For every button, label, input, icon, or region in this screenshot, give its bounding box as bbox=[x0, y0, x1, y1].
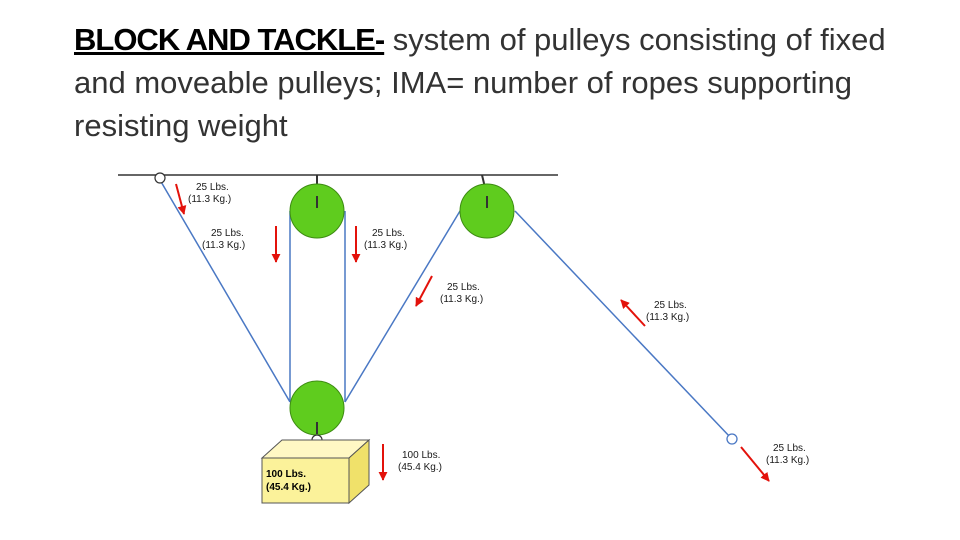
fixed-pulley-1 bbox=[289, 183, 345, 239]
rope-segment-anchor bbox=[159, 179, 291, 403]
load-weight-line1: 100 Lbs. bbox=[266, 469, 306, 480]
force-label-effort-line2: (11.3 Kg.) bbox=[766, 455, 809, 466]
pull-ring bbox=[726, 433, 738, 445]
fixed-pulley-2 bbox=[459, 183, 515, 239]
load-box bbox=[260, 438, 371, 505]
force-label-right-rope-line1: 25 Lbs. bbox=[372, 228, 405, 239]
force-label-anchor-line1: 25 Lbs. bbox=[196, 182, 229, 193]
force-arrow-effort bbox=[740, 446, 770, 482]
force-arrow-anchor bbox=[175, 183, 187, 215]
force-arrows bbox=[175, 183, 770, 482]
force-arrow-diagonal bbox=[415, 275, 433, 307]
force-label-load-line2: (45.4 Kg.) bbox=[398, 462, 442, 473]
slide-heading: BLOCK AND TACKLE- system of pulleys cons… bbox=[74, 18, 914, 147]
force-label-anchor-line2: (11.3 Kg.) bbox=[188, 194, 231, 205]
force-labels: 25 Lbs. (11.3 Kg.) 25 Lbs. (11.3 Kg.) 25… bbox=[188, 182, 809, 473]
force-label-left-rope-line2: (11.3 Kg.) bbox=[202, 240, 245, 251]
force-arrow-pull-rope bbox=[620, 299, 646, 327]
heading-definition: system of pulleys consisting of fixed an… bbox=[74, 22, 886, 143]
rope bbox=[159, 179, 732, 439]
anchor-ring bbox=[154, 172, 166, 184]
load-box-front bbox=[261, 457, 350, 504]
force-label-pull-rope-line2: (11.3 Kg.) bbox=[646, 312, 689, 323]
rope-segment-pull bbox=[514, 210, 732, 439]
rope-segment-diagonal bbox=[344, 210, 461, 403]
force-label-effort-line1: 25 Lbs. bbox=[773, 443, 806, 454]
force-label-diagonal-line1: 25 Lbs. bbox=[447, 282, 480, 293]
heading-term: BLOCK AND TACKLE- bbox=[74, 22, 385, 57]
load-weight-line2: (45.4 Kg.) bbox=[266, 482, 311, 493]
force-label-pull-rope-line1: 25 Lbs. bbox=[654, 300, 687, 311]
force-label-left-rope-line1: 25 Lbs. bbox=[211, 228, 244, 239]
force-label-right-rope-line2: (11.3 Kg.) bbox=[364, 240, 407, 251]
force-label-diagonal-line2: (11.3 Kg.) bbox=[440, 294, 483, 305]
force-label-load-line1: 100 Lbs. bbox=[402, 450, 440, 461]
